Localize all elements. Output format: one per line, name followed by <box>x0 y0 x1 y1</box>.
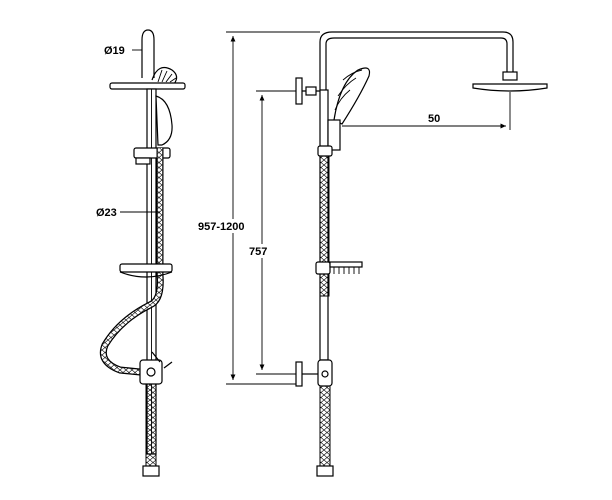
side-diverter <box>139 359 163 385</box>
dimension-rail-height: 757 <box>247 90 296 375</box>
side-head-plate <box>109 82 186 90</box>
side-lower-hose <box>145 383 157 467</box>
side-soap-shelf <box>119 263 173 273</box>
front-overhead-head <box>472 83 548 92</box>
side-riser-top <box>141 29 155 78</box>
dim-label-rail-height: 757 <box>249 246 267 258</box>
side-head-jets <box>157 69 177 83</box>
front-hose <box>319 155 330 297</box>
dimension-total-height: 957-1200 <box>196 31 320 385</box>
front-top-wall-bracket <box>295 77 320 105</box>
side-head-cap <box>151 67 178 85</box>
front-soap-shelf <box>315 261 363 275</box>
dimension-arm-reach: 50 <box>342 92 511 130</box>
front-lower-hose <box>319 385 331 467</box>
dim-label-diam-hose: Ø23 <box>96 207 117 219</box>
dim-label-total-height: 957-1200 <box>198 221 245 233</box>
front-view <box>295 31 548 477</box>
dim-label-diam-top: Ø19 <box>104 45 125 57</box>
side-hand-shower <box>155 95 173 146</box>
side-slider-clamp <box>133 147 171 159</box>
dim-label-arm-reach: 50 <box>428 113 440 125</box>
side-view: Ø19 Ø23 <box>96 29 186 477</box>
front-bottom-wall-bracket <box>295 359 333 387</box>
front-overhead-arm <box>319 31 514 90</box>
front-hand-shower <box>333 67 371 125</box>
